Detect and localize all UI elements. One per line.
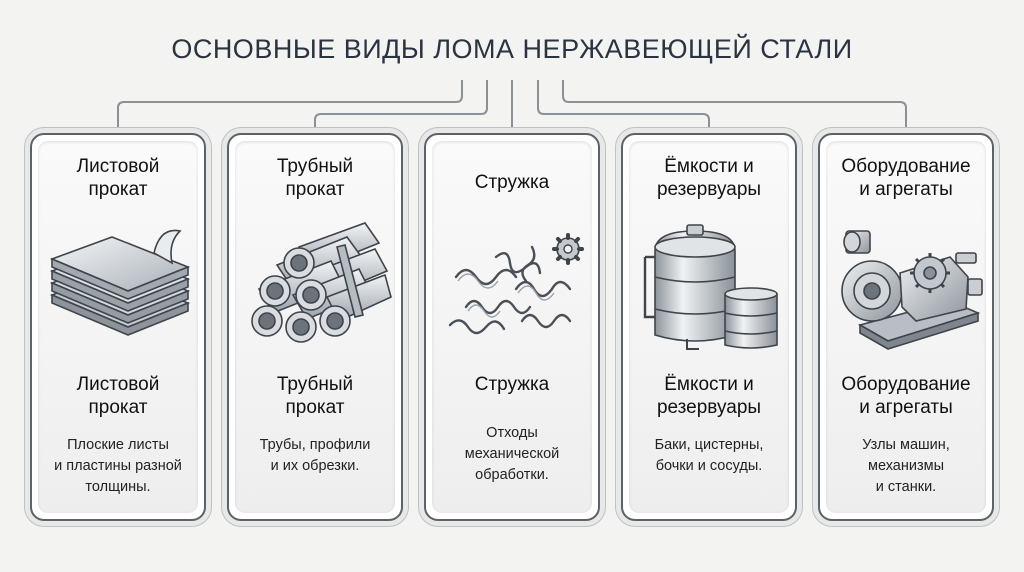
connector-1: [117, 80, 463, 133]
connector-4: [537, 80, 710, 133]
card-label: Листовой прокат: [76, 374, 160, 418]
card-description: Плоские листы и пластины разной толщины.: [54, 437, 182, 495]
steel-sheets-icon: [49, 229, 191, 336]
page-title: ОСНОВНЫЕ ВИДЫ ЛОМА НЕРЖАВЕЮЩЕЙ СТАЛИ: [171, 34, 853, 64]
card-description: Отходы механической обработки.: [464, 425, 560, 483]
card-equipment: Оборудование и агрегаты: [818, 133, 994, 521]
card-sheet-metal: Листовой прокат Листовой прокат Плоские …: [30, 133, 206, 521]
card-label: Трубный прокат: [276, 374, 354, 418]
card-description: Узлы машин, механизмы и станки.: [862, 437, 950, 495]
card-label: Стружка: [474, 374, 550, 395]
card-title: Листовой прокат: [76, 156, 160, 200]
tank-barrel-icon: [643, 224, 778, 350]
pipe-bundle-icon: [251, 222, 392, 343]
card-description: Баки, цистерны, бочки и сосуды.: [654, 437, 764, 474]
connector-2: [314, 80, 488, 133]
metal-shavings-icon: [448, 233, 584, 335]
card-pipes: Трубный прокат Трубный прокат Тр: [227, 133, 403, 521]
card-label: Ёмкости и резервуары: [656, 374, 762, 418]
card-title: Трубный прокат: [276, 156, 354, 200]
card-title: Ёмкости и резервуары: [656, 156, 762, 200]
card-tanks: Ёмкости и резервуары Ёмкости и резервуар…: [621, 133, 797, 521]
card-title: Оборудование и агрегаты: [841, 156, 971, 200]
connector-5: [562, 80, 907, 133]
pump-machine-icon: [841, 230, 983, 350]
card-description: Трубы, профили и их обрезки.: [259, 437, 371, 474]
card-label: Оборудование и агрегаты: [841, 374, 971, 418]
gear-icon: [552, 233, 584, 265]
connector-lines: [117, 80, 907, 133]
card-title: Стружка: [474, 172, 550, 193]
card-shavings: Стружка Стружка: [424, 133, 600, 521]
